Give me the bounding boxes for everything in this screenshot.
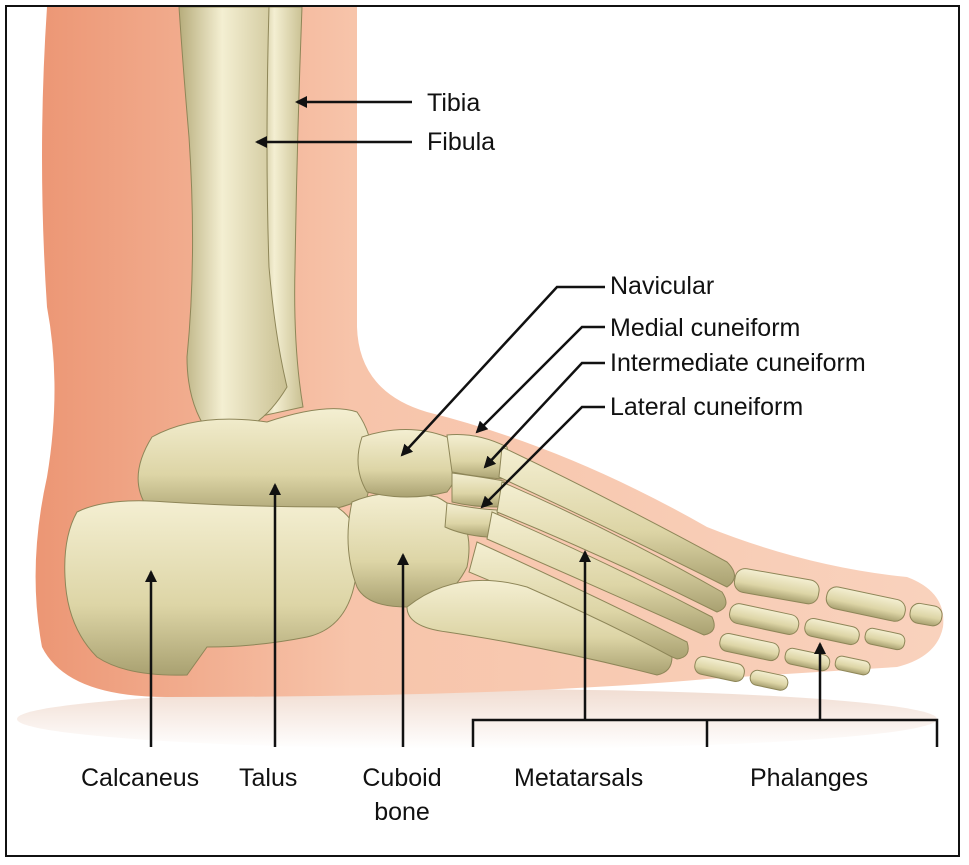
label-cuboid-line1: Cuboid (347, 763, 457, 793)
label-cuboid-line2: bone (347, 797, 457, 827)
label-intermediate-cuneiform: Intermediate cuneiform (610, 348, 866, 378)
label-phalanges: Phalanges (750, 763, 868, 793)
label-fibula: Fibula (427, 127, 495, 157)
label-calcaneus: Calcaneus (81, 763, 199, 793)
diagram-frame: Tibia Fibula Navicular Medial cuneiform … (5, 5, 960, 857)
label-tibia: Tibia (427, 88, 480, 118)
medial-cuneiform-leader (477, 327, 605, 432)
label-navicular: Navicular (610, 271, 714, 301)
label-metatarsals: Metatarsals (514, 763, 643, 793)
label-medial-cuneiform: Medial cuneiform (610, 313, 800, 343)
navicular-bone (358, 430, 457, 498)
label-lateral-cuneiform: Lateral cuneiform (610, 392, 803, 422)
label-talus: Talus (239, 763, 297, 793)
